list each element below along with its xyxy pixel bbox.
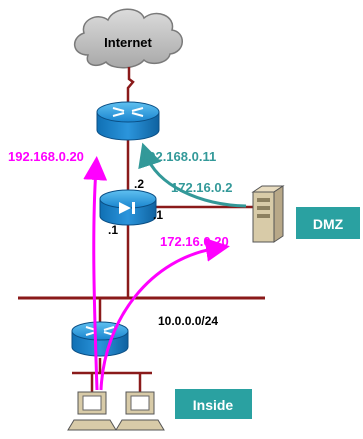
internet-label: Internet — [104, 35, 152, 50]
nat-arrow-dmz — [99, 237, 230, 391]
inside-zone-label: Inside — [193, 397, 234, 413]
firewall-outside-octet: .2 — [134, 177, 144, 191]
nat-outside-address: 192.168.0.11 — [141, 149, 216, 164]
dmz-server-address: 172.16.0.2 — [171, 180, 232, 195]
workstation-icon — [67, 391, 117, 431]
dmz-zone-label: DMZ — [313, 216, 344, 232]
dmz-zone-box: DMZ — [296, 207, 360, 239]
nat-arrow-inside — [83, 156, 108, 391]
inside-zone-box: Inside — [175, 389, 252, 419]
workstation-icon — [115, 391, 165, 431]
firewall-inside-octet: .1 — [108, 223, 118, 237]
server-icon — [251, 185, 285, 243]
firewall-dmz-octet: .1 — [153, 208, 163, 222]
nat-arrow-teal — [138, 142, 247, 208]
internet-cloud — [74, 8, 183, 69]
inside-network-address: 10.0.0.0/24 — [158, 314, 218, 328]
inside-router-icon — [71, 321, 129, 357]
firewall-icon — [99, 189, 157, 226]
nat-inside-address: 192.168.0.20 — [8, 149, 84, 164]
router-icon — [96, 101, 160, 141]
inside-global-address: 172.16.0.20 — [160, 234, 229, 249]
